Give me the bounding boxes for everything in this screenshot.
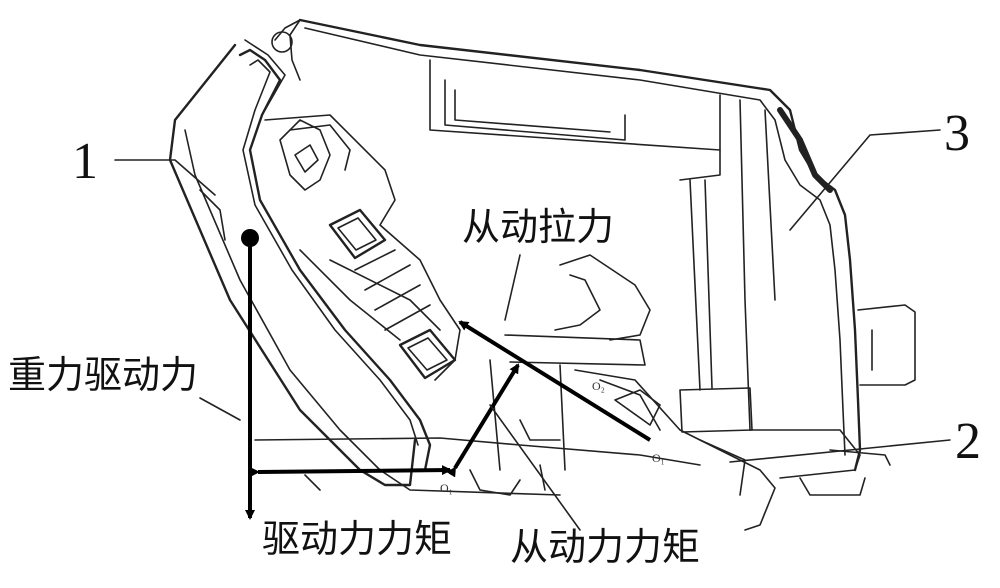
leader-part3 bbox=[789, 129, 941, 231]
lever-part bbox=[168, 39, 461, 487]
leader-part1 bbox=[114, 159, 216, 196]
driven-pull-arrow bbox=[458, 320, 652, 442]
label-o1-right: O₁ bbox=[652, 451, 665, 465]
label-gravity-force: 重力驱动力 bbox=[8, 353, 198, 397]
label-part3: 3 bbox=[944, 105, 970, 162]
force-arrows bbox=[245, 238, 652, 520]
driven-torque-arrow bbox=[446, 363, 520, 478]
drive-torque-arrow bbox=[249, 465, 452, 478]
leader-drive-torque bbox=[304, 474, 321, 491]
label-driven-torque: 从动力力矩 bbox=[510, 525, 700, 569]
label-o2: O₂ bbox=[592, 379, 605, 393]
label-part2: 2 bbox=[955, 413, 981, 470]
label-driven-pull: 从动拉力 bbox=[462, 205, 614, 249]
leader-lines bbox=[114, 129, 951, 531]
label-o1-bottom: O₁ bbox=[440, 481, 453, 495]
leader-driven-torque bbox=[489, 404, 581, 531]
label-drive-torque: 驱动力力矩 bbox=[262, 517, 452, 561]
housing-body bbox=[271, 18, 916, 496]
leader-part2 bbox=[729, 439, 951, 463]
slider-part bbox=[254, 254, 776, 531]
leader-gravity bbox=[199, 397, 241, 421]
label-part1: 1 bbox=[72, 133, 98, 190]
leader-driven-pull bbox=[504, 254, 521, 321]
